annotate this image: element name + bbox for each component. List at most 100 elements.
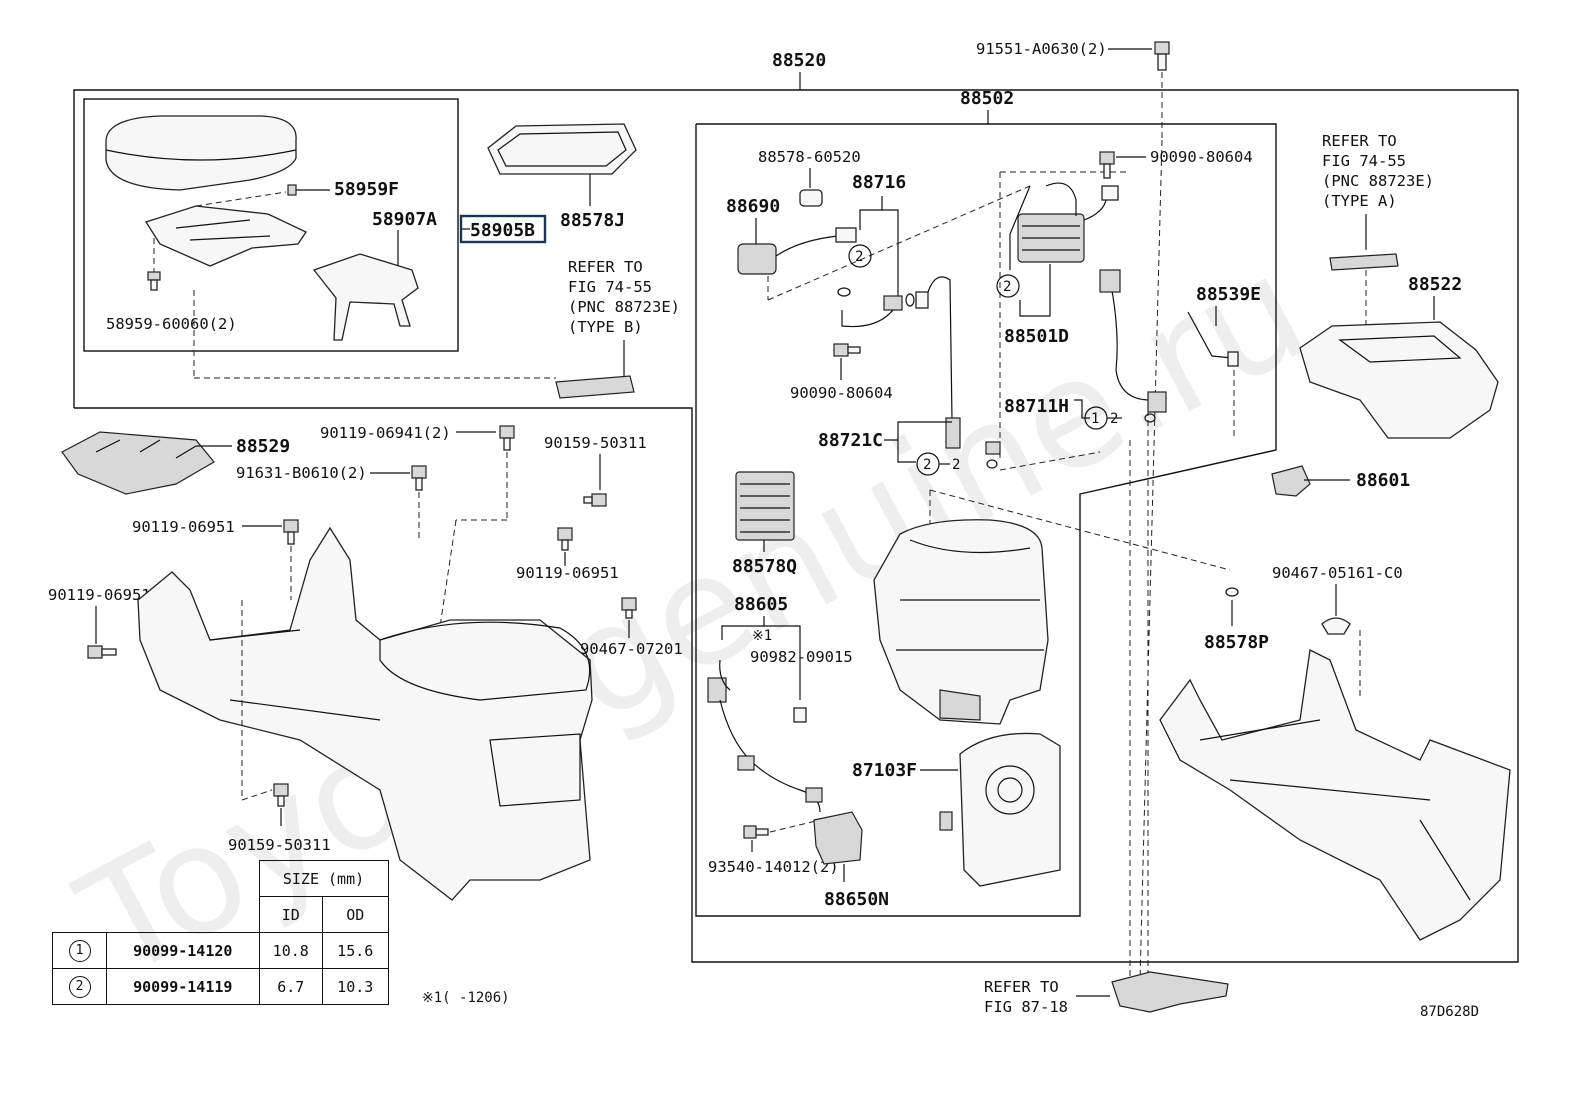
label-88501d: 88501D (1004, 326, 1069, 347)
svg-text:2: 2 (855, 249, 863, 265)
screw-93540 (743, 825, 769, 839)
mat-88529 (61, 431, 215, 495)
label-58959-60060: 58959-60060(2) (106, 315, 237, 333)
label-90982-09015: 90982-09015 (750, 648, 853, 666)
label-90090-80604-top: 90090-80604 (1150, 148, 1253, 166)
label-88522: 88522 (1408, 274, 1462, 295)
label-90159-50311-bot: 90159-50311 (228, 836, 331, 854)
clip-90467-05161 (1321, 617, 1351, 635)
svg-text:REFER TO: REFER TO (984, 978, 1059, 996)
label-90119-06941: 90119-06941(2) (320, 424, 451, 442)
label-90090-80604-mid: 90090-80604 (790, 384, 893, 402)
dash-2-b: 2 (952, 457, 960, 473)
console-right (1159, 649, 1511, 941)
armrest-lid (105, 115, 297, 191)
screw-58959 (147, 271, 161, 291)
svg-text:FIG 74-55: FIG 74-55 (1322, 152, 1406, 170)
screw-90119-06951-b (557, 527, 573, 551)
label-88721c: 88721C (818, 430, 883, 451)
size-col-id: ID (258, 896, 323, 933)
row-mark: 2 (68, 975, 91, 998)
size-header: SIZE (mm) (258, 860, 389, 897)
frame-88502 (695, 123, 1277, 917)
svg-text:1: 1 (1091, 411, 1099, 427)
harness-88605 (707, 659, 823, 813)
svg-text:(PNC 88723E): (PNC 88723E) (1322, 172, 1434, 190)
label-88716: 88716 (852, 172, 906, 193)
highlight-58905b[interactable]: 58905B (459, 214, 547, 244)
svg-text:REFER TO: REFER TO (568, 258, 643, 276)
circle-2-a: 2 (848, 244, 872, 268)
screw-91631 (411, 465, 427, 491)
tube-88501d (1017, 182, 1119, 263)
label-93540-14012: 93540-14012(2) (708, 858, 839, 876)
svg-text:FIG 87-18: FIG 87-18 (984, 998, 1068, 1016)
armrest-base-plate (144, 205, 307, 267)
hose-88711h (1099, 269, 1167, 413)
plug-88578-60520 (799, 189, 823, 207)
label-88601: 88601 (1356, 470, 1410, 491)
svg-text:(TYPE A): (TYPE A) (1322, 192, 1397, 210)
footnote: ※1( -1206) (422, 990, 510, 1006)
row-part: 90099-14120 (106, 932, 260, 969)
row-id: 6.7 (258, 968, 323, 1005)
row-mark: 1 (68, 939, 91, 962)
bolt-90090-80604-top (1099, 151, 1115, 179)
label-88539e: 88539E (1196, 284, 1261, 305)
svg-text:(PNC 88723E): (PNC 88723E) (568, 298, 680, 316)
screw-90159-50311-top (583, 493, 607, 507)
frame-88520 (73, 89, 1519, 963)
size-table: SIZE (mm) ID OD 1 90099-14120 10.8 15.6 … (52, 860, 389, 1005)
bolt-90090-80604-mid (833, 343, 861, 357)
label-90119-06951-b: 90119-06951 (516, 564, 619, 582)
label-58959f: 58959F (334, 179, 399, 200)
label-88578-60520: 88578-60520 (758, 148, 861, 166)
table-row: 1 90099-14120 10.8 15.6 (52, 932, 389, 969)
label-91631-b0610: 91631-B0610(2) (236, 464, 367, 482)
washer-88578p (1225, 587, 1239, 597)
svg-text:FIG 74-55: FIG 74-55 (568, 278, 652, 296)
svg-text:(TYPE B): (TYPE B) (568, 318, 643, 336)
bolt-91551 (1154, 41, 1170, 71)
label-88502: 88502 (960, 88, 1014, 109)
refer-type-a: REFER TO FIG 74-55 (PNC 88723E) (TYPE A) (1322, 132, 1434, 271)
row-id: 10.8 (258, 932, 323, 969)
row-part: 90099-14119 (106, 968, 260, 1005)
label-90119-06951-a: 90119-06951 (132, 518, 235, 536)
hose-88539e (1187, 311, 1239, 367)
svg-text:REFER TO: REFER TO (1322, 132, 1397, 150)
hinge-58907a (312, 253, 419, 341)
row-od: 15.6 (321, 932, 389, 969)
filter-88578q (735, 471, 795, 541)
refer-type-b: REFER TO FIG 74-55 (PNC 88723E) (TYPE B) (555, 258, 680, 399)
table-row: 2 90099-14119 6.7 10.3 (52, 968, 389, 1005)
label-58905b: 58905B (470, 220, 535, 241)
screw-90119-06951-a (283, 519, 299, 545)
label-88690: 88690 (726, 196, 780, 217)
label-90119-06951-c: 90119-06951 (48, 586, 151, 604)
circle-2-b: 2 (996, 274, 1020, 298)
svg-text:2: 2 (1003, 279, 1011, 295)
blower-housing (873, 519, 1049, 725)
label-58907a: 58907A (372, 209, 437, 230)
screw-90159-50311-bot (273, 783, 289, 807)
label-90467-07201: 90467-07201 (580, 640, 683, 658)
module-88650n (813, 811, 863, 865)
label-88578j: 88578J (560, 210, 625, 231)
note-mark: ※1 (752, 628, 772, 644)
sensor-88690 (737, 227, 857, 275)
label-88520: 88520 (772, 50, 826, 71)
row-od: 10.3 (321, 968, 389, 1005)
dash-2-a: 2 (1110, 411, 1118, 427)
motor-87103f (939, 732, 1061, 887)
label-88650n: 88650N (824, 889, 889, 910)
hose-88716 (841, 276, 961, 449)
label-91551-a0630: 91551-A0630(2) (976, 40, 1107, 58)
gasket-88578j (487, 123, 637, 175)
label-90467-05161-c0: 90467-05161-C0 (1272, 564, 1403, 582)
screw-90119-06941 (499, 425, 515, 451)
tray-88522 (1299, 321, 1499, 439)
label-87103f: 87103F (852, 760, 917, 781)
